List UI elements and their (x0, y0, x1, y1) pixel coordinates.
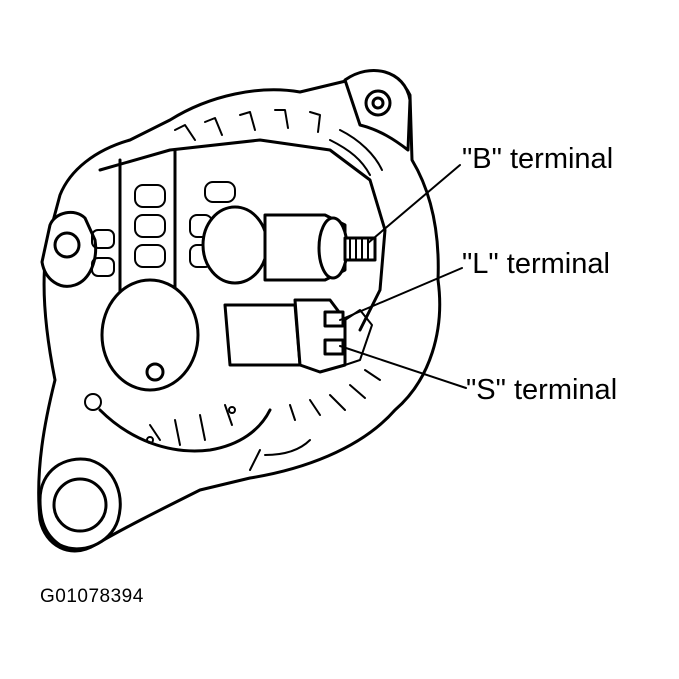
s-terminal-leader (339, 345, 467, 389)
s-terminal-label: "S" terminal (466, 374, 618, 406)
rear-bearing-cap (201, 205, 269, 285)
b-terminal-leader (367, 164, 461, 244)
top-mount-hole (364, 89, 392, 117)
lower-pivot-boss (38, 457, 122, 551)
l-terminal-label: "L" terminal (462, 248, 610, 280)
figure-id: G01078394 (40, 586, 144, 607)
b-terminal-label: "B" terminal (462, 143, 614, 175)
top-mount-ear (343, 69, 412, 152)
connector-body (223, 303, 302, 367)
left-mount-lug (40, 210, 98, 288)
brush-holder-cap (100, 278, 200, 392)
l-terminal-leader (339, 267, 463, 321)
